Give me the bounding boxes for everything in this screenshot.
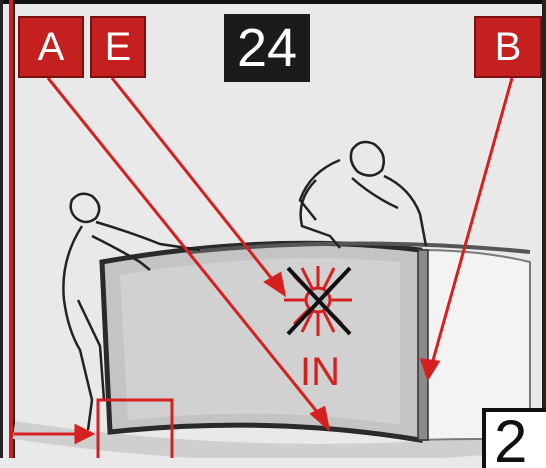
right-worker-figure (300, 142, 426, 248)
instruction-illustration: A E B 24 IN 2 (0, 0, 546, 458)
panel-joint (418, 250, 428, 440)
callout-label-e: E (90, 16, 146, 78)
inside-direction-label: IN (300, 350, 340, 395)
next-step-number-partial: 2 (482, 408, 546, 468)
step-number-badge: 24 (224, 14, 310, 82)
callout-label-b: B (474, 16, 542, 78)
callout-label-a: A (18, 16, 84, 78)
crossed-out-star-icon (284, 266, 352, 336)
